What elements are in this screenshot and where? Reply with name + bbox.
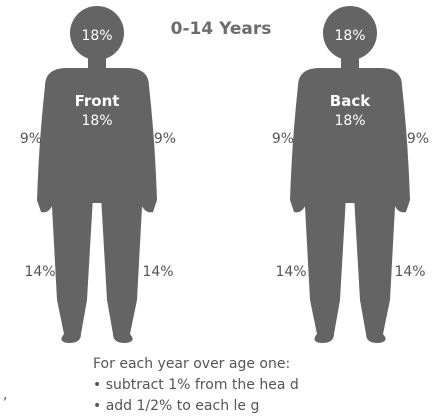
front-torso-percent: 18%: [81, 113, 112, 129]
front-figure: [37, 6, 157, 343]
age-range-title: 0-14 Years: [171, 19, 272, 39]
front-right-arm-percent: 9%: [154, 131, 176, 147]
front-left-arm-percent: 9%: [20, 131, 42, 147]
front-side-label: Front: [75, 92, 120, 110]
note-line-head: • subtract 1% from the hea d: [93, 377, 299, 393]
back-right-leg-percent: 14%: [394, 264, 425, 280]
back-torso-percent: 18%: [334, 113, 365, 129]
back-side-label: Back: [330, 92, 371, 110]
stray-mark: ,: [3, 387, 7, 403]
back-left-arm-percent: 9%: [272, 131, 294, 147]
back-figure: [290, 6, 410, 343]
note-line-leg: • add 1/2% to each le g: [93, 398, 259, 414]
front-left-leg-percent: 14%: [24, 264, 55, 280]
front-right-leg-percent: 14%: [142, 264, 173, 280]
back-right-arm-percent: 9%: [407, 131, 429, 147]
back-left-leg-percent: 14%: [275, 264, 306, 280]
front-head-percent: 18%: [81, 28, 112, 44]
back-head-percent: 18%: [334, 28, 365, 44]
note-intro: For each year over age one:: [93, 356, 290, 372]
